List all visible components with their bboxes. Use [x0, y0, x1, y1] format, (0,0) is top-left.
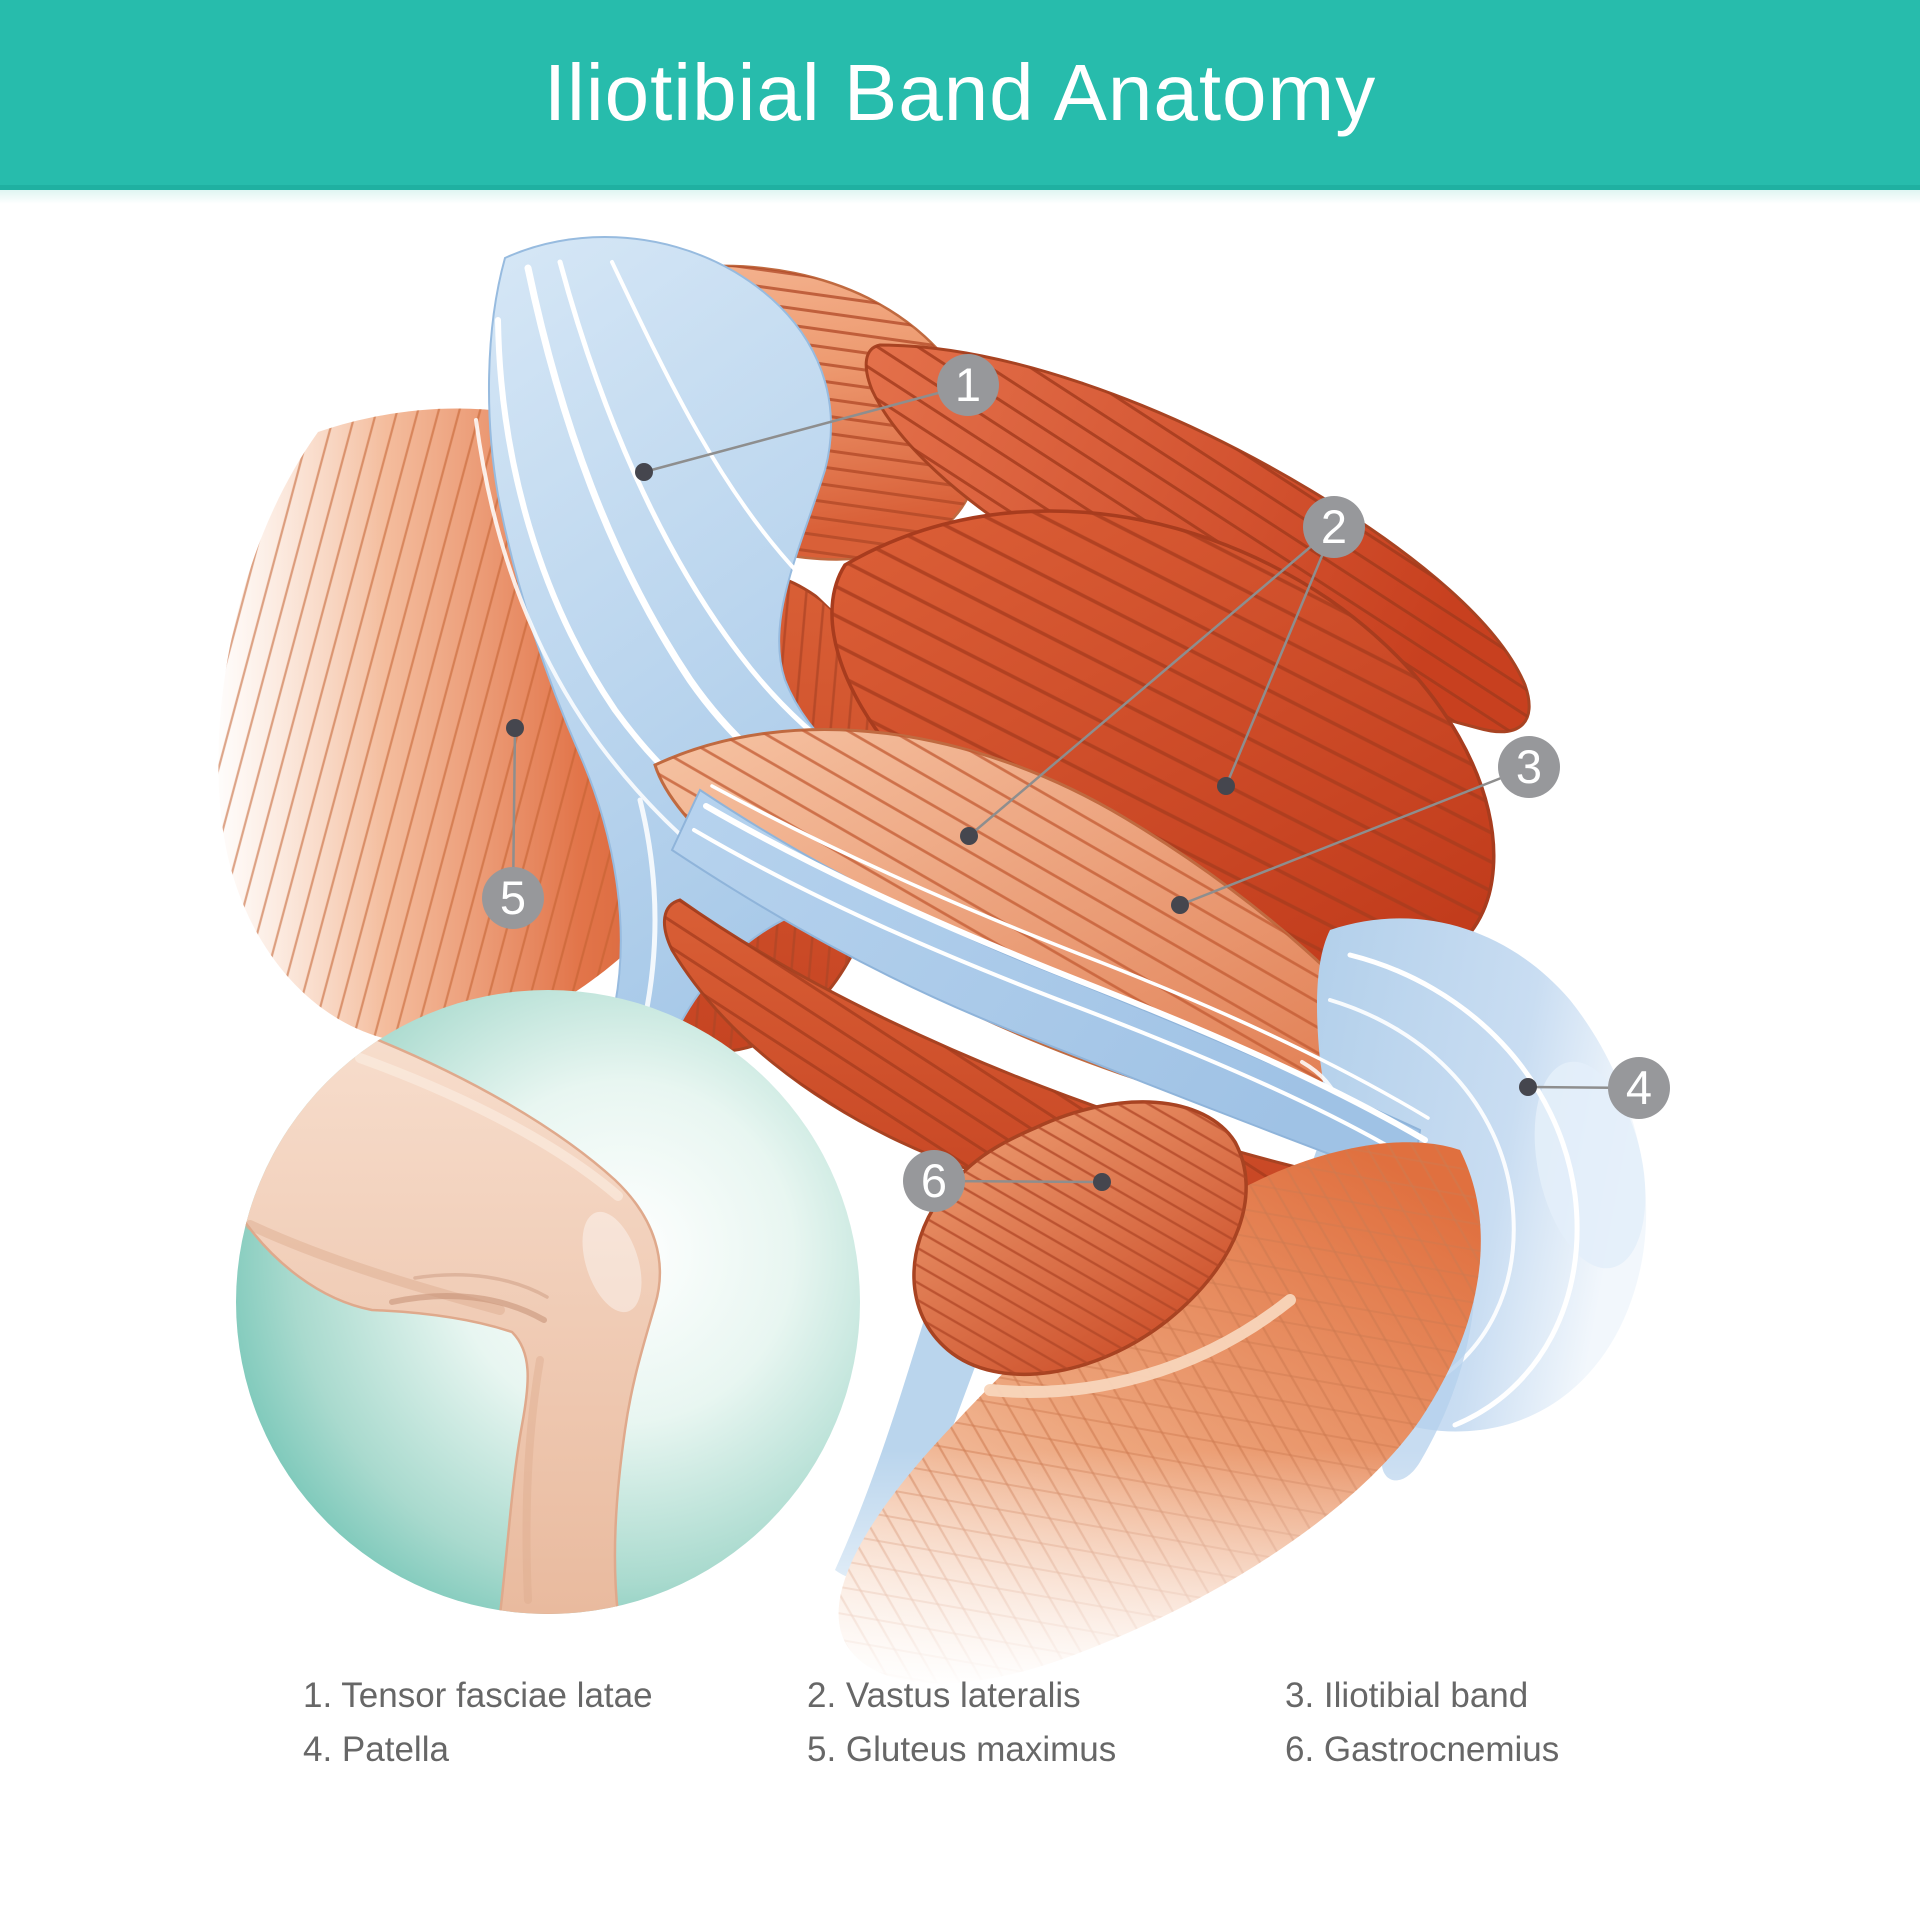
marker-5: 5: [482, 867, 544, 929]
banner-glow: [0, 190, 1920, 204]
marker-2-number: 2: [1321, 500, 1347, 553]
marker-5-number: 5: [500, 871, 526, 924]
marker-1-number: 1: [955, 358, 981, 411]
marker-4-number: 4: [1626, 1061, 1652, 1114]
calf-bottom-fade: [780, 1450, 1540, 1730]
patella-shape: [1534, 1061, 1646, 1269]
marker-4: 4: [1608, 1057, 1670, 1119]
title-banner: Iliotibial Band Anatomy: [0, 0, 1920, 190]
leader-lines: [511, 383, 1640, 1184]
marker-2: 2: [1303, 496, 1365, 558]
leader-dots: [506, 463, 1537, 1191]
page-title: Iliotibial Band Anatomy: [543, 47, 1377, 137]
knee-crease-line: [389, 1293, 547, 1323]
knee-inset-illustration: [236, 990, 860, 1614]
vastus-lateralis-shape: [830, 509, 1496, 981]
marker-6: 6: [903, 1150, 965, 1212]
marker-3-number: 3: [1516, 740, 1542, 793]
marker-3: 3: [1498, 736, 1560, 798]
calf-tendon-sliver: [984, 1294, 1296, 1398]
marker-1: 1: [937, 354, 999, 416]
marker-6-number: 6: [921, 1154, 947, 1207]
gastrocnemius-shape: [912, 1100, 1248, 1376]
iliotibial-band-ribbon: [670, 784, 1463, 1226]
